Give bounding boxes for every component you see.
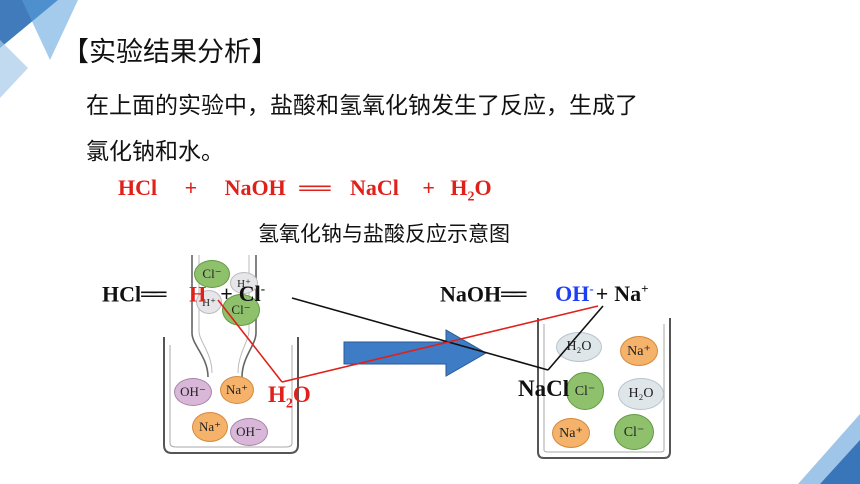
left-product-subscript: 2 [285, 396, 293, 412]
left-cl: Cl [238, 281, 261, 307]
right-plus: + [595, 281, 609, 307]
reaction-equation: HCl + NaOH ══ NaCl + H2O [118, 175, 492, 205]
right-oh-charge: - [589, 281, 594, 296]
equation-arrow: ══ [299, 175, 331, 200]
ion-h-dropper-1: H⁺ [230, 272, 258, 294]
left-cl-charge: - [260, 281, 266, 296]
right-naoh: NaOH [440, 281, 502, 307]
ion-na-right-2: Na⁺ [552, 418, 590, 448]
left-product-o: O [292, 382, 311, 407]
equation-water-h: H [450, 175, 468, 200]
equation-hcl: HCl [118, 175, 158, 200]
ion-h2o-right-2: H₂O [618, 378, 664, 410]
ion-cl-right-1: Cl⁻ [566, 372, 604, 410]
ion-na-right-1: Na⁺ [620, 336, 658, 366]
right-na-charge: + [641, 281, 649, 296]
ion-na-beaker-1: Na⁺ [220, 376, 254, 404]
right-arrow: ══ [501, 281, 526, 307]
left-hcl: HCl [102, 281, 142, 307]
right-ionization: NaOH══OH-+Na+ [440, 281, 649, 307]
diagram-caption: 氢氧化钠与盐酸反应示意图 [258, 222, 510, 246]
equation-nacl: NaCl [349, 175, 399, 200]
left-product-water: H2O [268, 382, 311, 413]
ion-oh-beaker-2: OH⁻ [230, 418, 268, 446]
left-ionization: HCl══ H +Cl- [102, 281, 265, 307]
ion-h2o-right-1: H₂O [556, 332, 602, 362]
left-plus: + [220, 281, 233, 307]
equation-naoh: NaOH [224, 175, 286, 200]
ion-cl-dropper-2: Cl⁻ [222, 294, 260, 326]
paragraph-line-2: 氯化钠和水。 [86, 139, 224, 165]
section-title: 【实验结果分析】 [62, 37, 278, 68]
right-product-nacl: NaCl [518, 376, 570, 401]
ion-oh-beaker-1: OH⁻ [174, 378, 212, 406]
paragraph-line-1: 在上面的实验中，盐酸和氢氧化钠发生了反应，生成了 [86, 93, 638, 119]
equation-water: H2O [450, 175, 491, 205]
right-beaker-svg [537, 318, 671, 459]
ion-cl-dropper-1: Cl⁻ [194, 260, 230, 288]
equation-water-subscript: 2 [467, 189, 475, 205]
corner-decoration-bottom-right [798, 414, 860, 484]
left-product-h: H [268, 382, 286, 407]
right-na: Na [614, 281, 642, 307]
ion-h-dropper-2: H⁺ [196, 290, 222, 314]
ion-na-beaker-2: Na⁺ [192, 412, 228, 442]
left-beaker-svg [163, 255, 299, 454]
equation-plus-2: + [422, 175, 435, 200]
equation-water-o: O [474, 175, 492, 200]
equation-plus-1: + [184, 175, 198, 200]
right-oh: OH [555, 281, 590, 307]
ion-cl-right-2: Cl⁻ [614, 414, 654, 450]
left-arrow: ══ [141, 281, 166, 307]
left-h: H [189, 281, 207, 307]
corner-decoration-top-left [0, 0, 78, 98]
